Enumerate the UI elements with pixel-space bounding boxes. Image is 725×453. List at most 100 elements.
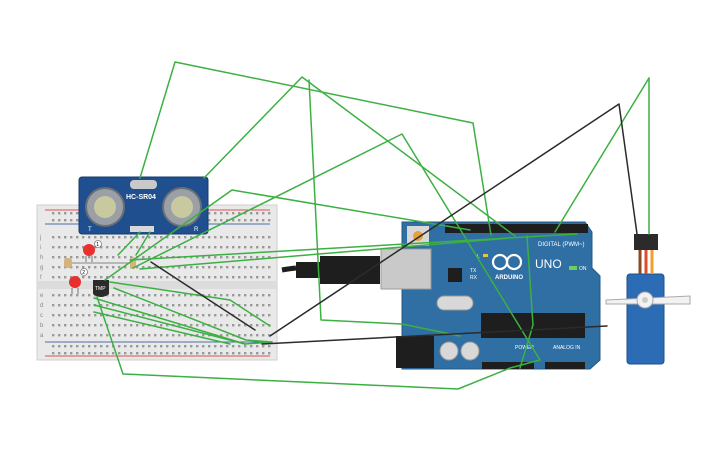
breadboard-hole <box>178 324 181 327</box>
usb-cable[interactable] <box>281 256 380 284</box>
breadboard-hole <box>130 246 133 249</box>
wire-green[interactable] <box>117 231 141 256</box>
breadboard-hole <box>82 294 85 297</box>
led-1[interactable]: 1 <box>83 240 102 263</box>
breadboard-hole <box>220 236 223 239</box>
breadboard-hole <box>154 314 157 317</box>
wire-green[interactable] <box>109 281 271 327</box>
breadboard-hole <box>256 236 259 239</box>
wire-green[interactable] <box>113 287 273 343</box>
wire-green[interactable] <box>93 297 246 345</box>
servo-hub-screw <box>642 297 648 303</box>
wire-green[interactable] <box>96 133 541 390</box>
breadboard-hole <box>226 324 229 327</box>
breadboard-hole <box>124 236 127 239</box>
wire-green[interactable] <box>104 189 471 281</box>
breadboard-hole <box>208 314 211 317</box>
breadboard-hole <box>220 324 223 327</box>
breadboard-hole <box>106 294 109 297</box>
breadboard-hole <box>112 276 115 279</box>
wire-green[interactable] <box>93 311 231 345</box>
breadboard-hole <box>124 304 127 307</box>
breadboard-hole <box>70 276 73 279</box>
breadboard-hole <box>76 246 79 249</box>
breadboard-hole <box>178 334 181 337</box>
breadboard-hole <box>82 314 85 317</box>
breadboard-hole <box>148 276 151 279</box>
wire-green[interactable] <box>203 76 516 237</box>
breadboard-hole <box>190 236 193 239</box>
breadboard-hole <box>82 256 85 259</box>
breadboard-hole <box>100 266 103 269</box>
usb-chip <box>448 268 462 282</box>
servo-motor[interactable] <box>605 234 691 365</box>
breadboard-hole <box>244 236 247 239</box>
wire-green[interactable] <box>139 237 511 270</box>
row-letter: a <box>40 333 44 339</box>
breadboard-hole <box>220 352 223 355</box>
breadboard-hole <box>262 266 265 269</box>
breadboard-hole <box>88 345 91 348</box>
breadboard-hole <box>196 314 199 317</box>
breadboard-hole <box>172 334 175 337</box>
wire-green[interactable] <box>135 231 151 256</box>
breadboard-hole <box>226 266 229 269</box>
breadboard-hole <box>94 345 97 348</box>
wire-green[interactable] <box>519 324 534 369</box>
breadboard-hole <box>190 266 193 269</box>
breadboard-hole <box>118 334 121 337</box>
breadboard-hole <box>82 345 85 348</box>
led-2[interactable]: 2 <box>69 268 88 295</box>
breadboard-hole <box>82 352 85 355</box>
breadboard-hole <box>100 246 103 249</box>
breadboard-hole <box>112 314 115 317</box>
breadboard-hole <box>196 334 199 337</box>
wire-green[interactable] <box>554 77 650 233</box>
breadboard-hole <box>172 304 175 307</box>
temperature-sensor[interactable]: TMP <box>93 280 109 297</box>
breadboard-hole <box>238 219 241 222</box>
wire-black[interactable] <box>150 261 256 331</box>
led-l <box>483 254 488 257</box>
breadboard-hole <box>268 236 271 239</box>
breadboard-hole <box>52 304 55 307</box>
breadboard-hole <box>64 352 67 355</box>
breadboard-hole <box>142 314 145 317</box>
wire-green[interactable] <box>526 235 534 326</box>
sensor-transducer-left-inner <box>94 196 116 218</box>
breadboard-hole <box>154 352 157 355</box>
wire-black[interactable] <box>261 325 608 345</box>
breadboard-hole <box>106 246 109 249</box>
breadboard-hole <box>88 276 91 279</box>
breadboard-hole <box>52 324 55 327</box>
wire-green[interactable] <box>244 341 273 345</box>
breadboard-hole <box>238 334 241 337</box>
breadboard-hole <box>244 324 247 327</box>
breadboard-hole <box>148 352 151 355</box>
breadboard-hole <box>58 246 61 249</box>
breadboard-hole <box>184 266 187 269</box>
breadboard-hole <box>208 212 211 215</box>
breadboard-hole <box>196 256 199 259</box>
breadboard-hole <box>112 256 115 259</box>
resistor-1[interactable] <box>64 258 135 268</box>
breadboard-hole <box>130 345 133 348</box>
breadboard-hole <box>64 304 67 307</box>
breadboard-hole <box>124 256 127 259</box>
breadboard-hole <box>112 236 115 239</box>
wire-green[interactable] <box>93 304 246 345</box>
wire-green[interactable] <box>308 79 461 337</box>
breadboard-hole <box>202 314 205 317</box>
arduino-model: UNO <box>535 257 562 271</box>
breadboard-hole <box>208 294 211 297</box>
breadboard-hole <box>202 246 205 249</box>
breadboard-hole <box>190 304 193 307</box>
breadboard-hole <box>214 246 217 249</box>
wire-black[interactable] <box>269 103 638 337</box>
breadboard-hole <box>202 352 205 355</box>
breadboard-hole <box>142 334 145 337</box>
breadboard-hole <box>262 304 265 307</box>
breadboard-hole <box>208 352 211 355</box>
ultrasonic-sensor[interactable]: HC-SR04 T R <box>78 176 209 235</box>
wires[interactable] <box>93 61 650 390</box>
